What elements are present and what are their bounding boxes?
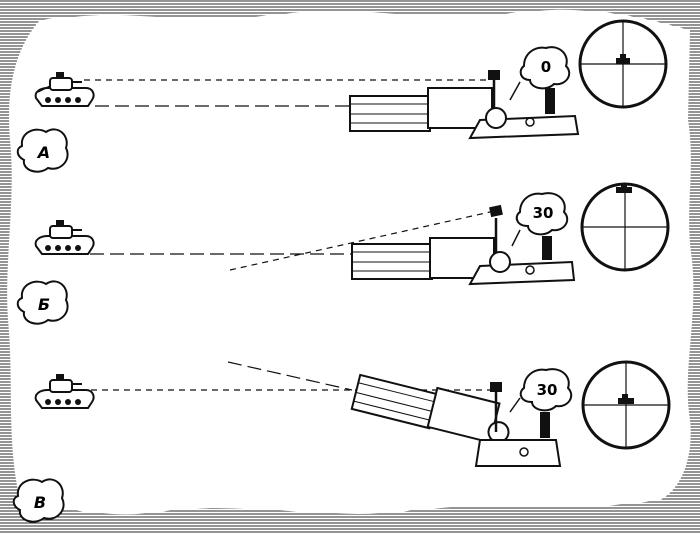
panel-b: 30 Б — [16, 182, 670, 325]
panel-label: А — [36, 143, 50, 162]
sight-reticle — [578, 19, 668, 109]
gun-icon — [349, 70, 580, 140]
gun-icon — [351, 204, 576, 286]
elevation-dial-bubble: 0 — [519, 46, 571, 90]
sight-reticle — [580, 182, 670, 272]
elevation-dial-value: 0 — [541, 58, 551, 76]
sight-reticle — [581, 360, 671, 450]
panel-label: Б — [38, 295, 50, 314]
panel-label-bubble: А — [16, 128, 69, 173]
panel-label-bubble: В — [12, 478, 65, 523]
elevation-dial-bubble: 30 — [519, 368, 573, 412]
elevation-dial-bubble: 30 — [515, 192, 569, 236]
panel-label: В — [34, 493, 46, 512]
panel-a: 0 А — [16, 19, 668, 173]
tank-icon — [34, 220, 95, 255]
target-tank-in-reticle — [616, 54, 630, 64]
sight-line — [229, 211, 491, 271]
target-tank-in-reticle — [616, 183, 632, 193]
tank-icon — [34, 374, 95, 409]
elevation-dial-value: 30 — [533, 204, 554, 222]
target-tank-in-reticle — [618, 394, 634, 404]
tank-icon — [34, 72, 95, 107]
panel-c: 30 В — [12, 360, 671, 523]
gun-carriage — [474, 382, 562, 467]
elevation-dial-value: 30 — [537, 381, 558, 399]
panel-label-bubble: Б — [16, 280, 69, 325]
bore-line — [227, 361, 353, 391]
